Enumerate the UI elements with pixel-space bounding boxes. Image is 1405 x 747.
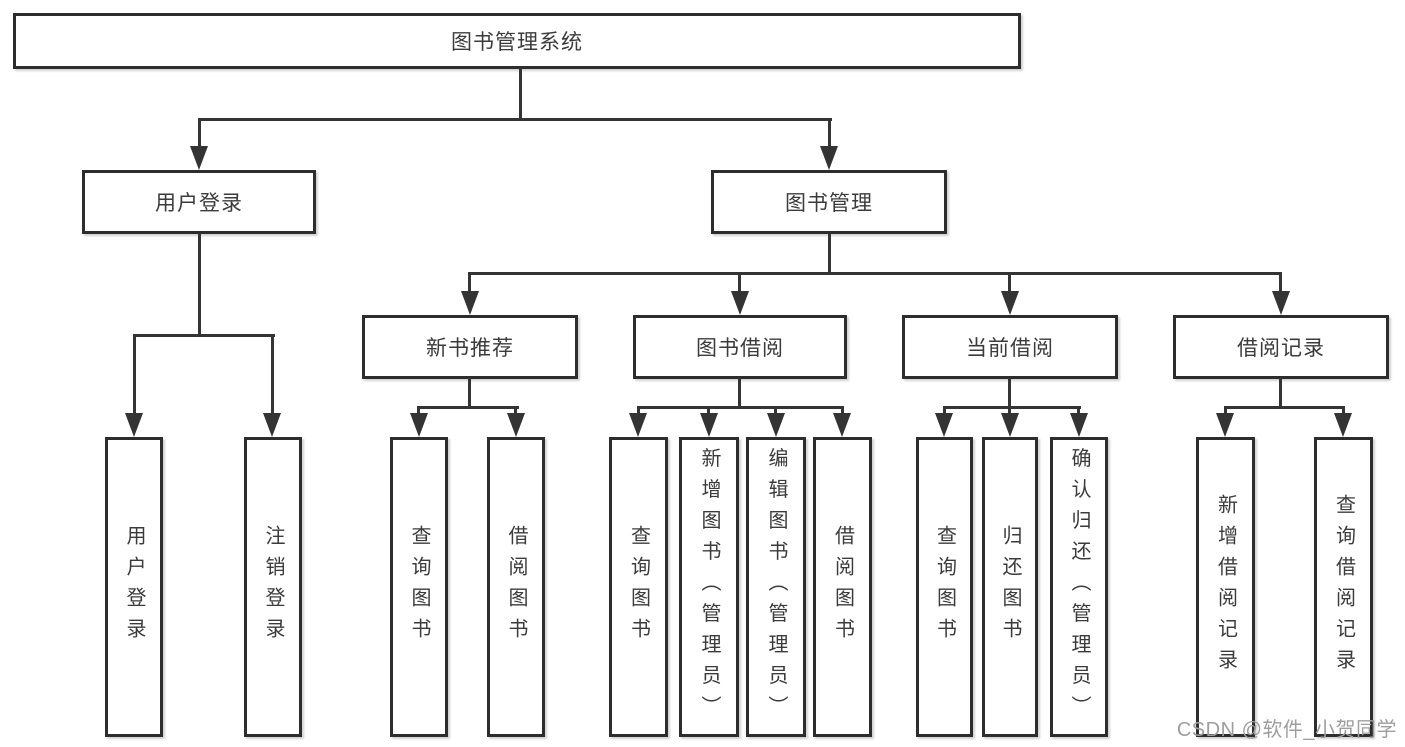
edge-book-management-rail	[468, 272, 1282, 275]
edge-root-stem	[519, 68, 522, 121]
leaf-query-book-1: 查询图书	[390, 437, 448, 737]
node-user-login: 用户登录	[82, 170, 316, 234]
arrow-into-leaf-borrow-book-2	[833, 413, 851, 437]
csdn-watermark: CSDN @软件_小贺同学	[1176, 719, 1397, 741]
arrow-into-current-borrow	[1001, 291, 1019, 315]
arrow-into-leaf-query-record	[1334, 413, 1352, 437]
leaf-return-book: 归还图书	[982, 437, 1038, 737]
edge-drop-leaf-query-book-2	[637, 406, 640, 415]
leaf-add-book-admin-label: 新增图书（管理员）	[698, 447, 720, 727]
edge-drop-book-borrow	[738, 272, 741, 294]
edge-book-borrow-rail	[637, 406, 844, 409]
edge-root-drop-book-management	[828, 118, 831, 149]
leaf-user-login-label: 用户登录	[123, 525, 145, 649]
arrow-into-leaf-return-book	[1001, 413, 1019, 437]
leaf-query-book-3-label: 查询图书	[933, 525, 956, 649]
arrow-into-leaf-query-book-3	[935, 413, 953, 437]
leaf-borrow-book-1-label: 借阅图书	[505, 525, 527, 649]
arrow-into-book-management	[820, 146, 838, 170]
leaf-logout-label: 注销登录	[262, 525, 284, 649]
edge-drop-logout-leaf	[271, 334, 274, 415]
edge-current-borrow-rail	[943, 406, 1081, 409]
arrow-into-leaf-query-book-2	[629, 413, 647, 437]
node-current-borrow: 当前借阅	[902, 315, 1118, 379]
edge-borrow-records-rail	[1224, 406, 1345, 409]
edge-drop-leaf-query-book-1	[417, 406, 420, 415]
leaf-edit-book-admin-label: 编辑图书（管理员）	[765, 447, 787, 727]
edge-root-drop-user-login	[198, 118, 201, 149]
arrow-into-book-borrow	[731, 291, 749, 315]
arrow-into-borrow-records	[1272, 291, 1290, 315]
leaf-confirm-return-admin-label: 确认归还（管理员）	[1068, 447, 1090, 727]
node-book-management: 图书管理	[711, 170, 947, 234]
leaf-borrow-book-2: 借阅图书	[813, 437, 872, 737]
arrow-into-leaf-borrow-book-1	[507, 413, 525, 437]
node-library-management-system: 图书管理系统	[13, 13, 1021, 69]
arrow-into-user-login	[190, 146, 208, 170]
arrow-into-leaf-add-record	[1216, 413, 1234, 437]
edge-book-borrow-stem	[738, 377, 741, 408]
edge-drop-leaf-add-book	[707, 406, 710, 415]
edge-drop-leaf-edit-book	[774, 406, 777, 415]
leaf-add-borrow-record: 新增借阅记录	[1196, 437, 1255, 737]
leaf-borrow-book-1: 借阅图书	[487, 437, 545, 737]
leaf-borrow-book-2-label: 借阅图书	[831, 525, 854, 649]
leaf-query-borrow-record-label: 查询借阅记录	[1332, 494, 1355, 680]
arrow-into-leaf-query-book-1	[410, 413, 428, 437]
leaf-query-book-1-label: 查询图书	[408, 525, 430, 649]
leaf-add-borrow-record-label: 新增借阅记录	[1214, 494, 1237, 680]
edge-drop-leaf-query-record	[1342, 406, 1345, 415]
edge-new-book-stem	[468, 377, 471, 408]
edge-user-login-stem	[198, 233, 201, 336]
edge-drop-login-leaf	[133, 334, 136, 415]
edge-book-management-stem	[828, 234, 831, 274]
leaf-query-book-2: 查询图书	[609, 437, 668, 737]
leaf-add-book-admin: 新增图书（管理员）	[679, 437, 739, 737]
leaf-confirm-return-admin: 确认归还（管理员）	[1050, 437, 1108, 737]
arrow-into-logout-leaf	[263, 413, 281, 437]
node-new-book-recommend: 新书推荐	[362, 315, 578, 379]
edge-user-login-rail	[133, 334, 275, 337]
node-borrow-records: 借阅记录	[1173, 315, 1389, 379]
edge-drop-leaf-borrow-book-2	[841, 406, 844, 415]
leaf-logout: 注销登录	[244, 437, 302, 737]
edge-drop-leaf-add-record	[1224, 406, 1227, 415]
edge-drop-borrow-records	[1279, 272, 1282, 294]
leaf-return-book-label: 归还图书	[999, 525, 1021, 649]
arrow-into-leaf-confirm-return	[1070, 413, 1088, 437]
edge-new-book-rail	[417, 406, 519, 409]
edge-drop-current-borrow	[1008, 272, 1011, 294]
node-book-borrow: 图书借阅	[633, 315, 847, 379]
leaf-query-book-2-label: 查询图书	[627, 525, 650, 649]
leaf-query-book-3: 查询图书	[916, 437, 973, 737]
leaf-user-login: 用户登录	[105, 437, 163, 737]
leaf-query-borrow-record: 查询借阅记录	[1314, 437, 1373, 737]
arrow-into-login-leaf	[125, 413, 143, 437]
edge-drop-leaf-confirm-return	[1077, 406, 1080, 415]
edge-borrow-records-stem	[1279, 377, 1282, 408]
arrow-into-new-book	[461, 291, 479, 315]
leaf-edit-book-admin: 编辑图书（管理员）	[746, 437, 806, 737]
edge-root-rail	[198, 118, 832, 121]
edge-drop-new-book	[468, 272, 471, 294]
arrow-into-leaf-add-book	[700, 413, 718, 437]
edge-drop-leaf-return-book	[1008, 406, 1011, 415]
edge-drop-leaf-query-book-3	[943, 406, 946, 415]
arrow-into-leaf-edit-book	[767, 413, 785, 437]
edge-current-borrow-stem	[1008, 377, 1011, 408]
edge-drop-leaf-borrow-book-1	[514, 406, 517, 415]
